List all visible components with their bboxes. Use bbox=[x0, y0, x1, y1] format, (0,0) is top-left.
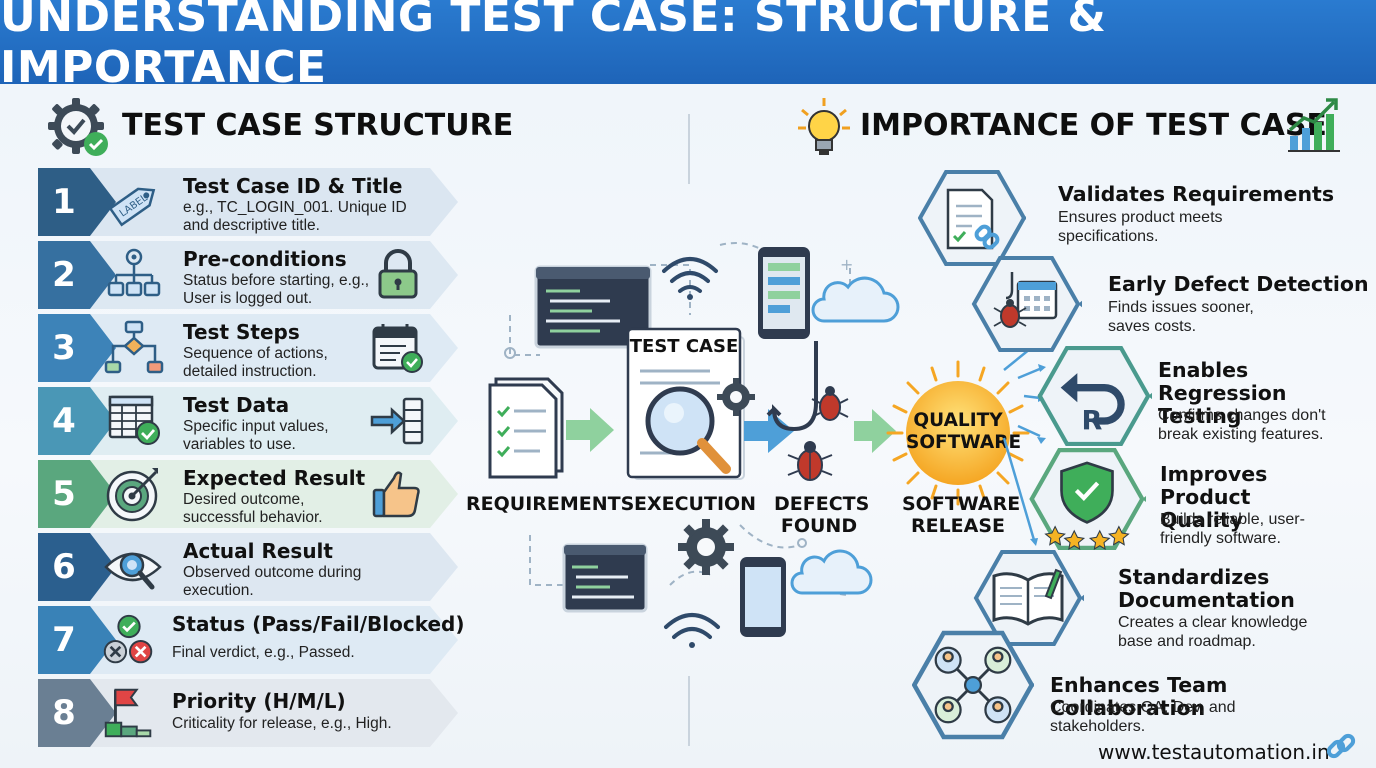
importance-desc-3: Confirms changes don't break existing fe… bbox=[1158, 407, 1326, 443]
thumbs-up-icon bbox=[372, 471, 420, 518]
item-title: Test Case ID & Title bbox=[183, 174, 403, 198]
step-number: 3 bbox=[38, 314, 90, 382]
item-title: Expected Result bbox=[183, 466, 366, 490]
wifi-icon bbox=[664, 613, 720, 648]
importance-title-3: Enables Regression Testing bbox=[1158, 358, 1287, 428]
software-release-label: SOFTWARE RELEASE bbox=[902, 493, 1021, 537]
regression-letter: R bbox=[1081, 405, 1102, 436]
arrow-right bbox=[744, 409, 794, 453]
step-number: 5 bbox=[38, 460, 90, 528]
item-title: Status (Pass/Fail/Blocked) bbox=[172, 612, 465, 636]
structure-item-1: 1 LABEL Test Case ID & Title e.g., TC_LO… bbox=[38, 168, 458, 236]
importance-title-6: Enhances Team Collaboration bbox=[1050, 673, 1228, 720]
step-number: 7 bbox=[38, 606, 90, 674]
phone-icon bbox=[758, 247, 810, 339]
step-number: 8 bbox=[38, 679, 90, 747]
item-desc: Observed outcome during execution. bbox=[183, 564, 362, 599]
item-desc: e.g., TC_LOGIN_001. Unique ID and descri… bbox=[183, 199, 407, 234]
item-desc: Desired outcome, successful behavior. bbox=[183, 491, 323, 526]
importance-desc-4: Builds reliable, user-friendly software. bbox=[1160, 511, 1305, 547]
website-link[interactable]: www.testautomation.in bbox=[1098, 740, 1330, 764]
title-banner: UNDERSTANDING TEST CASE: STRUCTURE & IMP… bbox=[0, 0, 1376, 93]
item-title: Test Steps bbox=[183, 320, 300, 344]
defects-found-label: DEFECTS FOUND bbox=[774, 493, 870, 537]
padlock-icon bbox=[378, 249, 418, 299]
code-window-icon bbox=[562, 543, 648, 613]
test-case-label: TEST CASE bbox=[630, 336, 738, 357]
hierarchy-icon bbox=[107, 248, 161, 297]
structure-item-3: 3 Test Steps Sequence of actions, detail… bbox=[38, 314, 458, 382]
structure-item-2: 2 Pre-conditions Status before starting,… bbox=[38, 241, 458, 309]
importance-title-5: Standardizes Documentation bbox=[1118, 565, 1295, 612]
gear-icon bbox=[678, 519, 734, 575]
cloud-icon bbox=[790, 549, 873, 595]
cloud-icon bbox=[811, 276, 900, 323]
pass-fail-icon bbox=[103, 614, 153, 664]
requirements-document-icon bbox=[488, 377, 564, 479]
arrow-right bbox=[854, 409, 896, 453]
target-icon bbox=[106, 468, 158, 522]
structure-item-5: 5 Expected Result Desired outcome, succe… bbox=[38, 460, 458, 528]
flow-diagram: + TEST CASE bbox=[488, 242, 900, 648]
center-divider-bottom bbox=[688, 676, 690, 746]
team-icon bbox=[912, 630, 1034, 740]
page-title: UNDERSTANDING TEST CASE: STRUCTURE & IMP… bbox=[0, 0, 1107, 93]
item-desc: Final verdict, e.g., Passed. bbox=[172, 644, 355, 661]
bug-icon bbox=[787, 441, 833, 481]
structure-item-7: 7 Status (Pass/Fail/Blocked) Final verdi… bbox=[38, 606, 464, 674]
item-desc: Status before starting, e.g., User is lo… bbox=[183, 272, 370, 307]
item-desc: Sequence of actions, detailed instructio… bbox=[183, 345, 328, 380]
step-number: 2 bbox=[38, 241, 90, 309]
gear-check-icon bbox=[48, 98, 108, 156]
importance-desc-6: Coordinates QA, Dev, and stakeholders. bbox=[1050, 699, 1236, 735]
item-title: Actual Result bbox=[183, 539, 333, 563]
execution-label: EXECUTION bbox=[634, 493, 757, 515]
step-number: 4 bbox=[38, 387, 90, 455]
item-title: Priority (H/M/L) bbox=[172, 689, 346, 713]
item-desc: Specific input values, variables to use. bbox=[183, 418, 329, 453]
step-number: 1 bbox=[38, 168, 90, 236]
importance-heading: IMPORTANCE OF TEST CASE bbox=[860, 108, 1327, 143]
requirements-label: REQUIREMENTS bbox=[466, 493, 635, 515]
tag-icon: LABEL bbox=[108, 187, 156, 227]
quality-software-label: QUALITY SOFTWARE bbox=[906, 410, 1022, 453]
item-title: Pre-conditions bbox=[183, 247, 347, 271]
flowchart-icon bbox=[104, 320, 164, 374]
structure-item-4: 4 Test Data Specific input values, varia… bbox=[38, 387, 458, 455]
quality-sun-icon bbox=[886, 360, 1030, 506]
structure-heading: TEST CASE STRUCTURE bbox=[122, 108, 514, 143]
importance-desc-2: Finds issues sooner, saves costs. bbox=[1108, 299, 1254, 335]
test-case-document-icon: TEST CASE bbox=[626, 327, 755, 480]
arrow-right bbox=[566, 408, 614, 452]
calendar-check-icon bbox=[372, 324, 423, 373]
lightbulb-icon bbox=[798, 98, 850, 155]
eye-magnifier-icon bbox=[104, 552, 162, 590]
phone-icon bbox=[740, 557, 786, 637]
shield-stars-icon bbox=[1029, 448, 1146, 550]
data-input-icon bbox=[370, 397, 424, 445]
bug-hook-icon bbox=[766, 341, 849, 432]
importance-desc-1: Ensures product meets specifications. bbox=[1058, 209, 1223, 245]
importance-desc-5: Creates a clear knowledge base and roadm… bbox=[1118, 614, 1308, 650]
code-window-icon bbox=[534, 265, 652, 349]
item-title: Test Data bbox=[183, 393, 290, 417]
item-desc: Criticality for release, e.g., High. bbox=[172, 715, 392, 732]
book-icon bbox=[973, 550, 1084, 646]
structure-item-8: 8 Priority (H/M/L) Criticality for relea… bbox=[38, 679, 458, 747]
link-icon bbox=[1326, 733, 1356, 759]
document-link-icon bbox=[918, 170, 1026, 266]
spreadsheet-check-icon bbox=[108, 395, 160, 445]
growth-chart-icon bbox=[1288, 98, 1340, 152]
priority-flag-icon bbox=[104, 688, 152, 738]
importance-title-4: Improves Product Quality bbox=[1160, 462, 1268, 532]
structure-item-6: 6 Actual Result Observed outcome during … bbox=[38, 533, 458, 601]
bug-calendar-icon bbox=[971, 256, 1082, 352]
regression-icon: R bbox=[1037, 346, 1152, 446]
svg-text:+: + bbox=[840, 255, 853, 274]
step-number: 6 bbox=[38, 533, 90, 601]
wifi-icon bbox=[662, 257, 718, 300]
importance-title-1: Validates Requirements bbox=[1058, 182, 1335, 206]
center-divider bbox=[688, 114, 690, 184]
importance-title-2: Early Defect Detection bbox=[1108, 272, 1369, 296]
